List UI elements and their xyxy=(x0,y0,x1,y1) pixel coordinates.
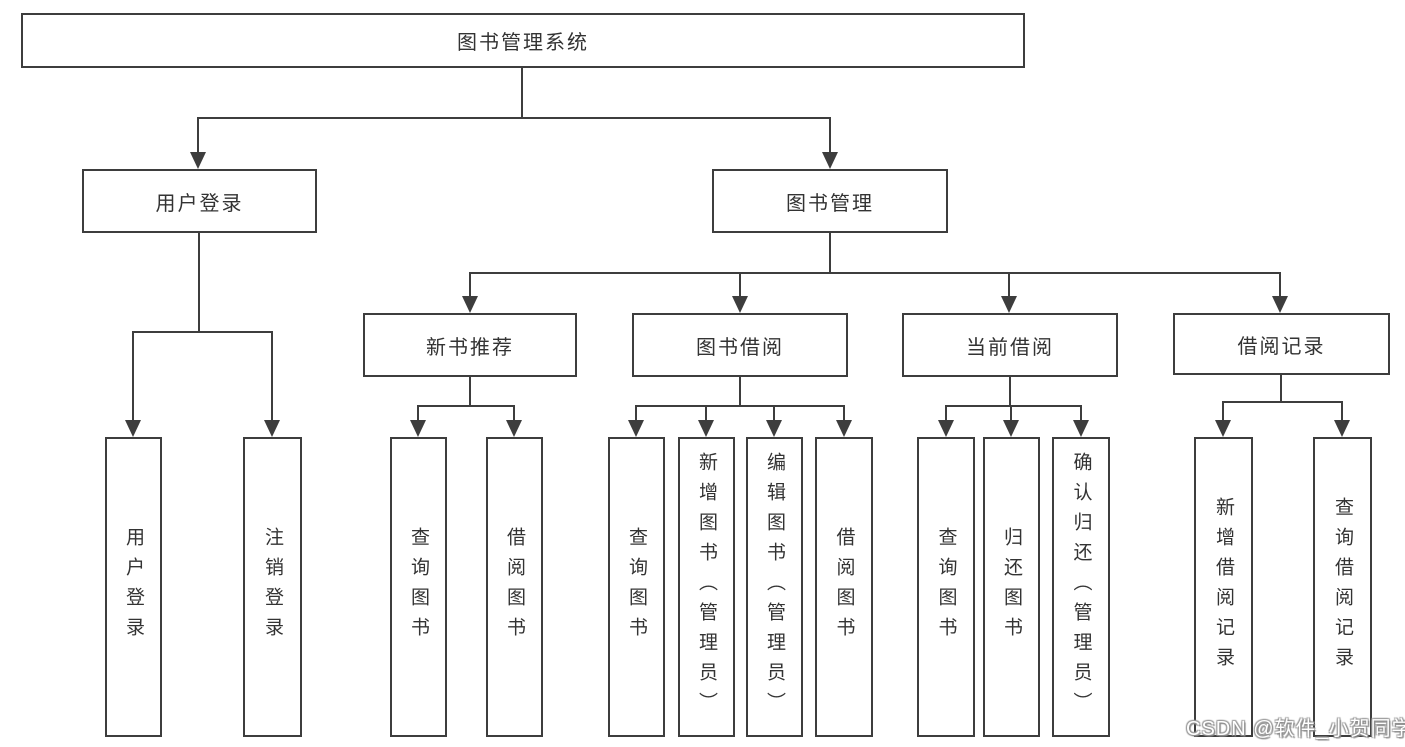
arrowhead-user-login xyxy=(125,420,141,437)
arrowhead-query-books-2 xyxy=(628,420,644,437)
node-borrow-books-1: 借阅图书 xyxy=(486,437,543,737)
node-edit-books-admin: 编辑图书（管理员） xyxy=(746,437,803,737)
connector-to-user-login-group xyxy=(197,117,199,154)
arrowhead-book-borrowing xyxy=(732,296,748,313)
arrowhead-query-books-1 xyxy=(410,420,426,437)
watermark: CSDN @软件_小贺同学 xyxy=(1186,718,1405,740)
arrowhead-book-management xyxy=(822,152,838,169)
connector-borrowing-stem xyxy=(739,377,741,407)
node-book-borrowing: 图书借阅 xyxy=(632,313,848,377)
connector-to-logout xyxy=(271,331,273,420)
connector-user-login-stem xyxy=(198,233,200,332)
connector-to-borrowing-records xyxy=(1279,272,1281,296)
node-query-books-2: 查询图书 xyxy=(608,437,665,737)
arrowhead-borrowing-records xyxy=(1272,296,1288,313)
node-add-books-admin: 新增图书（管理员） xyxy=(678,437,735,737)
connector-to-borrow-books-2 xyxy=(843,405,845,420)
node-query-books-3: 查询图书 xyxy=(917,437,975,737)
arrowhead-borrow-books-1 xyxy=(506,420,522,437)
arrowhead-new-book-recommendation xyxy=(462,296,478,313)
connector-records-branch xyxy=(1222,401,1343,403)
connector-recommendation-stem xyxy=(469,377,471,407)
connector-to-query-books-2 xyxy=(635,405,637,420)
connector-to-user-login xyxy=(132,331,134,420)
arrowhead-logout xyxy=(264,420,280,437)
connector-borrowing-branch xyxy=(635,405,844,407)
connector-to-borrow-books-1 xyxy=(513,405,515,420)
node-book-management: 图书管理 xyxy=(712,169,948,233)
arrowhead-add-books xyxy=(698,420,714,437)
node-user-login: 用户登录 xyxy=(105,437,162,737)
node-logout: 注销登录 xyxy=(243,437,302,737)
connector-to-edit-books xyxy=(773,405,775,420)
connector-user-login-branch xyxy=(132,331,273,333)
node-query-borrow-record: 查询借阅记录 xyxy=(1313,437,1372,737)
connector-to-confirm-return xyxy=(1080,405,1082,420)
connector-to-query-books-1 xyxy=(417,405,419,420)
node-library-system: 图书管理系统 xyxy=(21,13,1025,68)
arrowhead-add-borrow-record xyxy=(1215,420,1231,437)
connector-records-stem xyxy=(1280,375,1282,403)
connector-to-current-borrowing xyxy=(1008,272,1010,296)
connector-to-new-book-recommendation xyxy=(469,272,471,296)
arrowhead-borrow-books-2 xyxy=(836,420,852,437)
node-add-borrow-record: 新增借阅记录 xyxy=(1194,437,1253,737)
node-borrowing-records: 借阅记录 xyxy=(1173,313,1390,375)
node-new-book-recommendation: 新书推荐 xyxy=(363,313,577,377)
node-current-borrowing: 当前借阅 xyxy=(902,313,1118,377)
arrowhead-query-books-3 xyxy=(938,420,954,437)
arrowhead-query-borrow-record xyxy=(1334,420,1350,437)
connector-to-book-management xyxy=(829,117,831,154)
connector-current-stem xyxy=(1009,377,1011,407)
connector-to-return-books xyxy=(1010,405,1012,420)
connector-root-stem xyxy=(521,68,523,118)
connector-book-management-branch xyxy=(469,272,1281,274)
connector-book-management-stem xyxy=(829,233,831,273)
connector-current-branch xyxy=(945,405,1081,407)
node-borrow-books-2: 借阅图书 xyxy=(815,437,873,737)
connector-recommendation-branch xyxy=(417,405,515,407)
connector-root-branch xyxy=(197,117,831,119)
arrowhead-return-books xyxy=(1003,420,1019,437)
arrowhead-confirm-return xyxy=(1073,420,1089,437)
connector-to-book-borrowing xyxy=(739,272,741,296)
connector-to-add-borrow-record xyxy=(1222,401,1224,420)
arrowhead-current-borrowing xyxy=(1001,296,1017,313)
node-query-books-1: 查询图书 xyxy=(390,437,447,737)
arrowhead-user-login-group xyxy=(190,152,206,169)
connector-to-query-borrow-record xyxy=(1341,401,1343,420)
connector-to-query-books-3 xyxy=(945,405,947,420)
node-return-books: 归还图书 xyxy=(983,437,1040,737)
arrowhead-edit-books xyxy=(766,420,782,437)
connector-to-add-books xyxy=(705,405,707,420)
node-confirm-return-admin: 确认归还（管理员） xyxy=(1052,437,1110,737)
node-user-login-group: 用户登录 xyxy=(82,169,317,233)
